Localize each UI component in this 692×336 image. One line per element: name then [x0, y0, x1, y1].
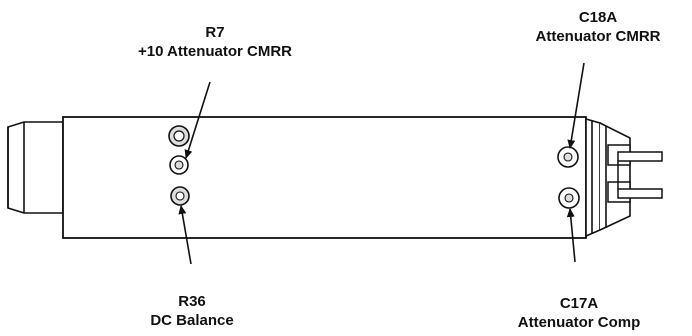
probe-cable-end: [7, 121, 64, 214]
c18a-name: Attenuator CMRR: [535, 28, 661, 45]
r36-ref: R36: [178, 293, 206, 310]
probe-body: [62, 116, 587, 239]
r36-adjust-pot: [170, 186, 190, 206]
adjust-pot-top: [168, 125, 190, 147]
r7-adjust-pot: [169, 155, 189, 175]
r7-leader-arrow: [184, 81, 211, 159]
r7-name: +10 Attenuator CMRR: [137, 43, 293, 60]
c18a-callout-label: C18A Attenuator CMRR: [536, 8, 661, 46]
c17a-callout-label: C17A Attenuator Comp: [518, 294, 641, 332]
r7-ref: R7: [205, 24, 225, 41]
probe-tip-housing: [585, 117, 631, 238]
c17a-leader-arrow: [566, 208, 576, 263]
c18a-leader-arrow: [567, 62, 585, 149]
c17a-ref: C17A: [559, 295, 599, 312]
probe-tip-pins: [607, 144, 663, 203]
r36-name: DC Balance: [150, 312, 234, 329]
c18a-ref: C18A: [578, 9, 618, 26]
r36-callout-label: R36 DC Balance: [150, 292, 233, 330]
r7-callout-label: R7 +10 Attenuator CMRR: [138, 23, 292, 61]
c17a-name: Attenuator Comp: [517, 314, 641, 331]
r36-leader-arrow: [178, 205, 192, 265]
c17a-trim-capacitor: [558, 187, 580, 209]
c18a-trim-capacitor: [557, 146, 579, 168]
